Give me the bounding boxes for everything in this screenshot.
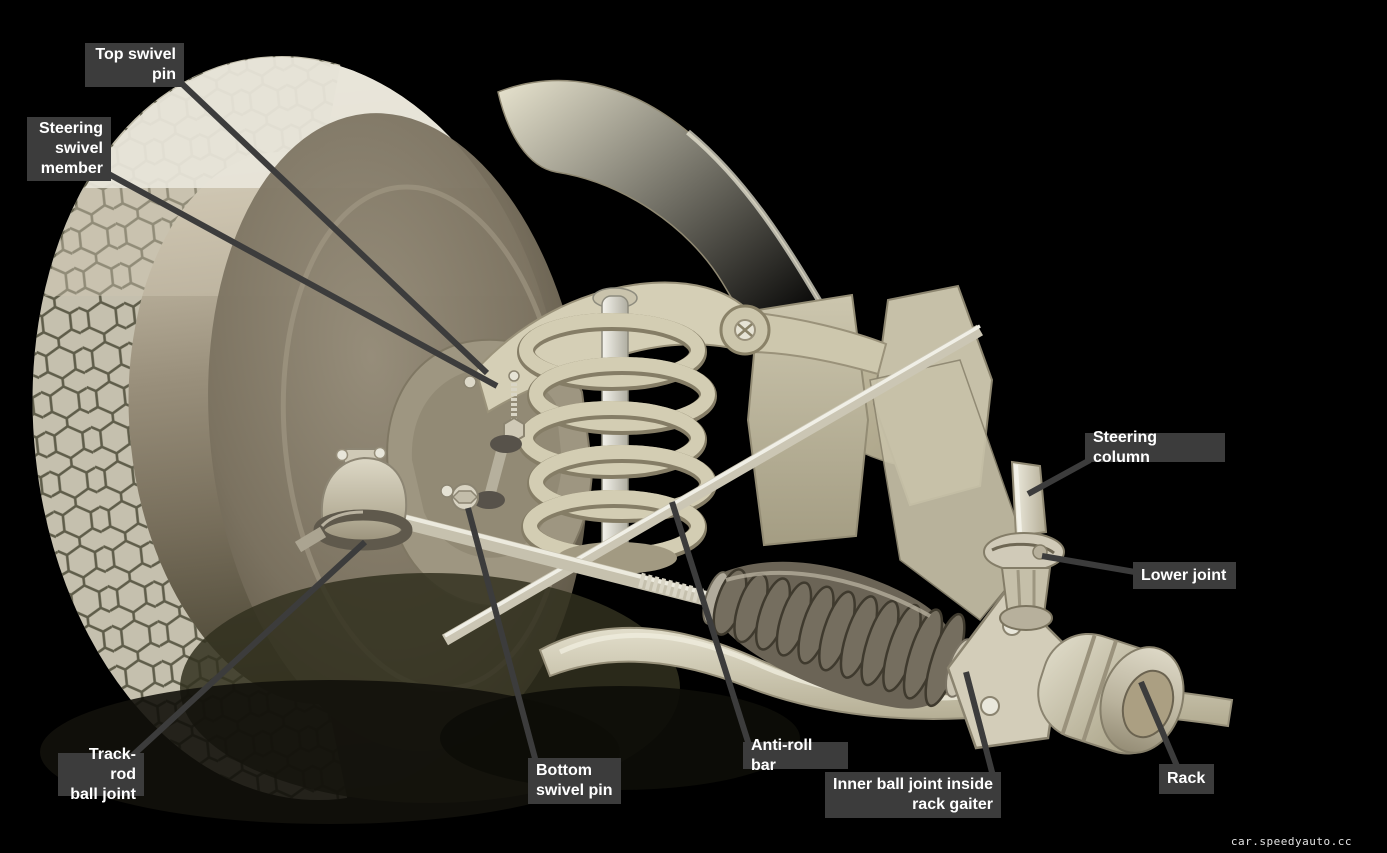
ground-shadow: [40, 573, 800, 824]
label-inner-ball-joint: Inner ball joint inside rack gaiter: [825, 772, 1001, 818]
leader-lines: [103, 77, 1180, 777]
leader-rack: [1138, 680, 1180, 768]
leader-bottom-swivel-pin: [465, 507, 539, 763]
label-rack: Rack: [1159, 764, 1214, 794]
leader-anti-roll-bar: [669, 501, 752, 746]
label-bottom-swivel-pin: Bottom swivel pin: [528, 758, 621, 804]
steering-column-assembly: [983, 460, 1065, 631]
label-top-swivel-pin: Top swivel pin: [85, 43, 184, 87]
anti-roll-bar-rod: [441, 324, 984, 646]
leader-track-rod-ball-joint: [129, 539, 368, 759]
leader-top-swivel-pin: [175, 77, 490, 376]
label-track-rod-ball-joint: Track-rod ball joint: [58, 746, 144, 803]
drop-link: [473, 435, 522, 509]
label-anti-roll-bar: Anti-roll bar: [743, 737, 848, 774]
leader-steering-swivel-member: [103, 169, 499, 389]
bottom-swivel-pin-hardware: [440, 483, 479, 511]
label-lower-joint: Lower joint: [1133, 562, 1236, 589]
leader-inner-ball-joint: [963, 671, 996, 777]
track-rod: [396, 512, 738, 614]
label-steering-swivel-member: Steering swivel member: [27, 117, 111, 181]
leader-steering-column: [1026, 457, 1092, 497]
label-steering-column: Steering column: [1085, 429, 1225, 466]
leader-lower-joint: [1041, 553, 1136, 575]
coil-spring: [517, 313, 717, 574]
watermark: car.speedyauto.cc: [1230, 835, 1352, 848]
